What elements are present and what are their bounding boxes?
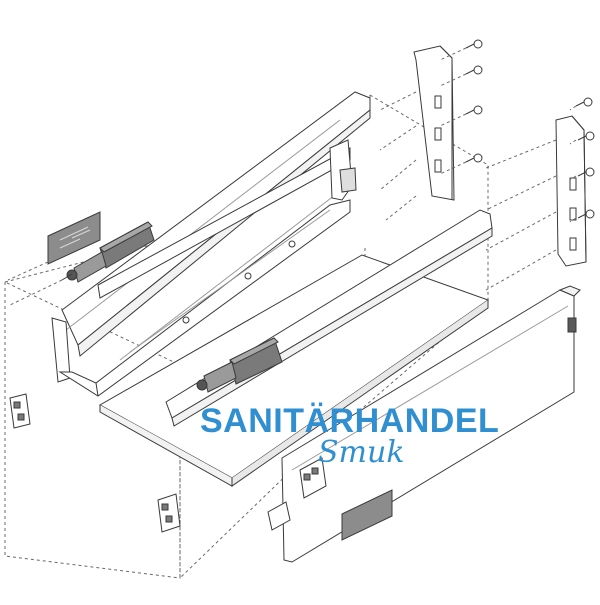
watermark: SANITÄRHANDEL Smuk xyxy=(200,402,499,470)
drawer-runner-frame xyxy=(51,139,357,397)
drawer-bottom-plate xyxy=(98,254,490,487)
screw-5 xyxy=(575,97,593,107)
soft-close-damper-right xyxy=(196,337,283,393)
rear-bracket-center xyxy=(413,45,455,201)
rear-bracket-right xyxy=(555,115,587,267)
watermark-line1: SANITÄRHANDEL xyxy=(200,402,499,440)
screw-6 xyxy=(577,131,595,141)
watermark-line2: Smuk xyxy=(318,435,405,470)
cabinet-left-panel xyxy=(4,281,181,579)
screw-3 xyxy=(465,105,483,115)
screw-7 xyxy=(577,167,595,177)
left-drawer-side xyxy=(61,91,371,357)
mounting-screws xyxy=(465,39,595,219)
screw-4 xyxy=(465,153,483,163)
cabinet-front-panel xyxy=(179,370,301,580)
screw-1 xyxy=(465,39,483,49)
label-plate-right xyxy=(341,489,393,541)
front-fixing-bracket-bottom xyxy=(157,493,181,533)
soft-close-damper-left xyxy=(61,221,155,283)
cabinet-floor xyxy=(364,248,481,301)
right-drawer-side xyxy=(267,285,581,563)
front-fixing-bracket-top xyxy=(9,393,31,429)
assembly-guide-lines xyxy=(7,47,577,307)
label-plate-left xyxy=(47,211,101,265)
screw-2 xyxy=(465,65,483,75)
screw-8 xyxy=(577,209,595,219)
